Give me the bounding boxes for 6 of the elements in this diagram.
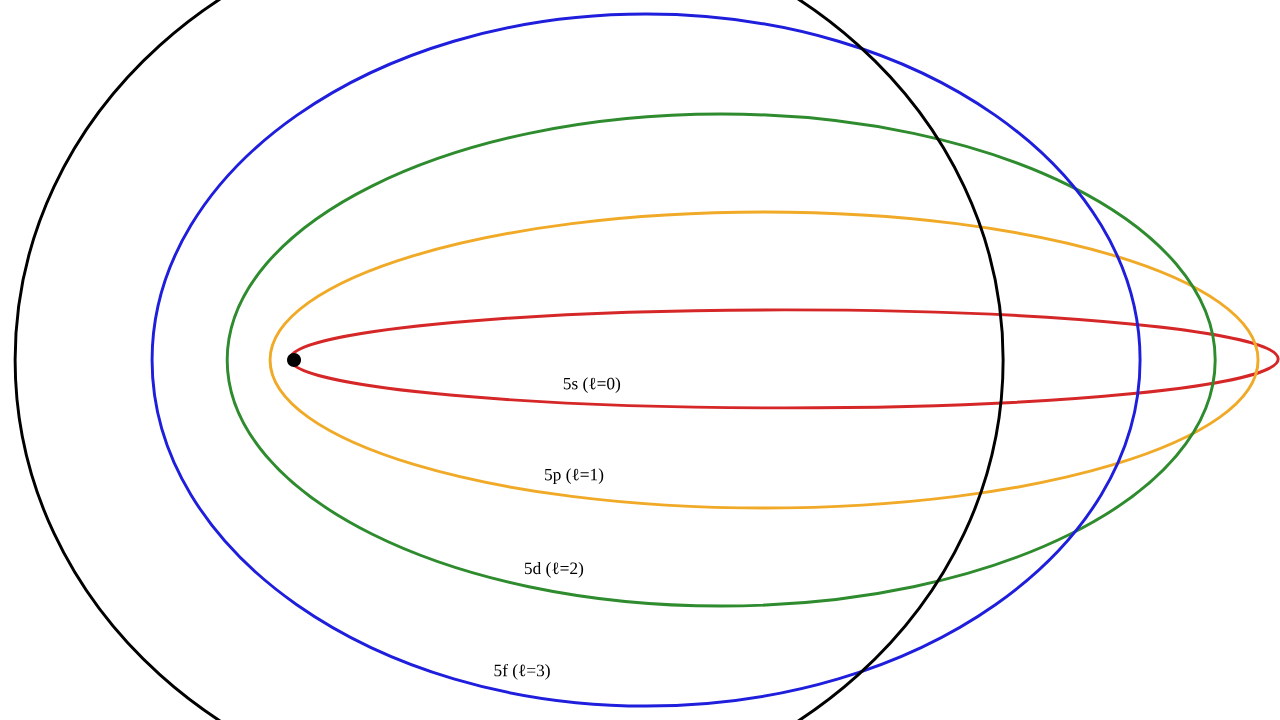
- orbit-ellipse: [225, 112, 1217, 608]
- orbit-label: 5s (ℓ=0): [563, 377, 621, 393]
- orbit-label: 5p (ℓ=1): [545, 468, 604, 484]
- orbit-label: 5d (ℓ=2): [524, 561, 584, 578]
- orbit-label: 5f (ℓ=3): [494, 663, 550, 680]
- orbit-ellipse: [150, 12, 1142, 708]
